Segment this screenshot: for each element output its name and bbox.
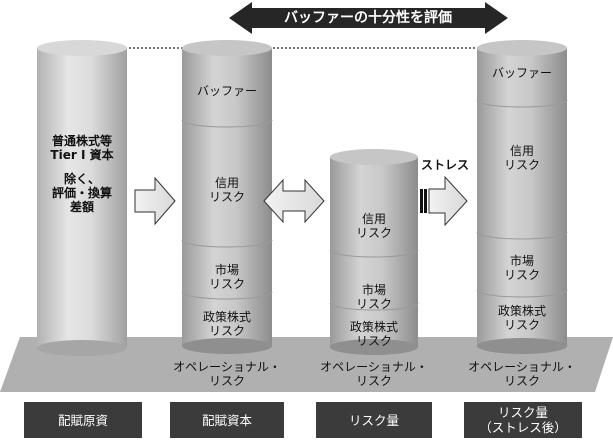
label-equity-risk: 政策株式 リスク <box>497 304 546 332</box>
footer-haifu-genshi: 配賦原資 <box>24 402 142 438</box>
footer-risk-ryo-stress: リスク量 （ストレス後） <box>464 402 582 438</box>
label-credit-risk: 信用 リスク <box>503 144 540 172</box>
label-operational-risk: オペレーショナル・ リスク <box>173 360 281 388</box>
stress-arrow <box>420 175 468 227</box>
label-equity-risk: 政策株式 リスク <box>202 310 251 338</box>
stress-label: ストレス <box>420 158 469 172</box>
banner-title: バッファーの十分性を評価 <box>284 10 452 26</box>
label-credit-risk: 信用 リスク <box>355 212 392 240</box>
label-market-risk: 市場 リスク <box>503 254 540 282</box>
right-arrow <box>134 176 176 226</box>
label-buffer: バッファー <box>491 66 552 80</box>
cylinder-haifu-genshi <box>37 40 127 356</box>
label-market-risk: 市場 リスク <box>355 283 392 311</box>
cylinder-risk-ryo-stress <box>476 40 568 354</box>
label-operational-risk: オペレーショナル・ リスク <box>468 360 576 388</box>
cylinder-risk-ryo <box>329 149 419 355</box>
label-buffer: バッファー <box>196 84 257 98</box>
cylinder-haifu-shihon <box>181 40 273 354</box>
label-equity-risk: 政策株式 リスク <box>349 320 398 348</box>
footer-risk-ryo: リスク量 <box>316 402 432 438</box>
label-tier1-capital: 普通株式等 Tier I 資本 <box>50 134 114 162</box>
platform <box>0 337 613 392</box>
label-operational-risk: オペレーショナル・ リスク <box>320 360 428 388</box>
label-credit-risk: 信用 リスク <box>208 176 245 204</box>
label-market-risk: 市場 リスク <box>208 263 245 291</box>
footer-haifu-shihon: 配賦資本 <box>170 402 284 438</box>
double-arrow <box>263 178 325 224</box>
banner-arrow <box>229 2 508 34</box>
label-excluding-valuation: 除く、 評価・換算 差額 <box>51 172 112 214</box>
